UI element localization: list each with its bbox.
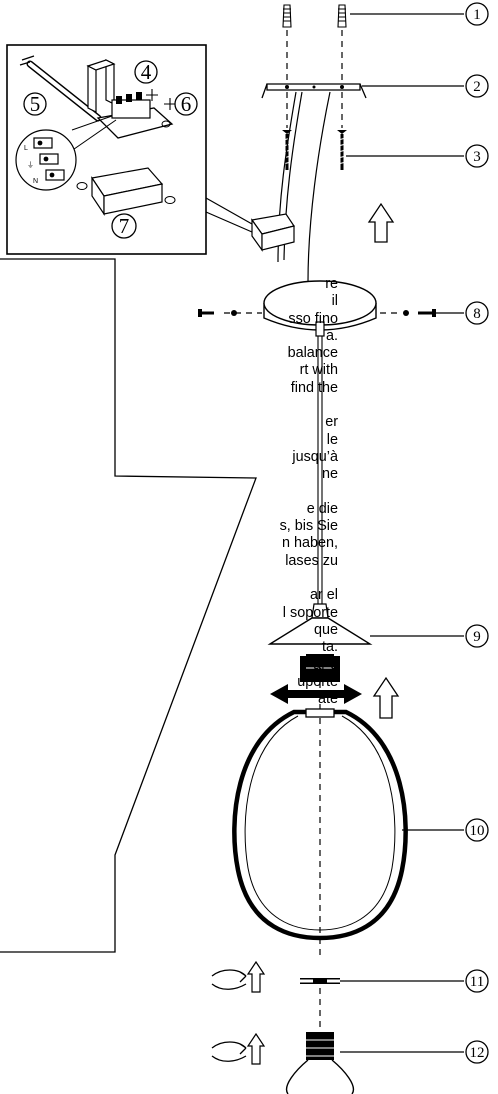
instruction-line: rt with [299, 362, 338, 379]
svg-text:8: 8 [473, 306, 481, 322]
svg-text:10: 10 [470, 823, 485, 839]
instruction-line [98, 484, 338, 501]
twist-arrow-icon-1 [211, 969, 247, 990]
inset-label-7: 7 [111, 213, 137, 239]
mounting-bracket [261, 83, 367, 99]
svg-text:N: N [33, 178, 38, 185]
small-up-arrow-icon-1 [246, 960, 266, 993]
instruction-line: ar o [313, 656, 338, 673]
instruction-line: il [331, 293, 338, 310]
instruction-line: lases zu [285, 552, 338, 569]
instruction-callout-box [0, 258, 257, 953]
up-arrow-icon-2 [372, 676, 400, 719]
svg-text:6: 6 [181, 92, 192, 116]
instruction-line: l soporte [282, 604, 338, 621]
part-label-8: 8 [465, 301, 489, 325]
svg-text:5: 5 [30, 92, 41, 116]
instruction-line: jusqu’à [292, 448, 338, 465]
part-label-9: 9 [465, 624, 489, 648]
twist-arrow-icon-2 [211, 1041, 247, 1062]
svg-text:11: 11 [470, 974, 484, 990]
instruction-text: re il sso fino a. balance rt with find t… [98, 276, 338, 708]
instruction-line: ta. [322, 639, 338, 656]
inset-label-4: 4 [134, 60, 158, 84]
instruction-line: find the [290, 379, 338, 396]
part-label-3: 3 [465, 144, 489, 168]
instruction-line: que [313, 621, 338, 638]
instruction-line: balance [287, 345, 338, 362]
instruction-line: er [325, 414, 338, 431]
instruction-line: ne [321, 466, 338, 483]
terminal-block-inset: L ⏚ N 4 5 6 7 [6, 44, 207, 255]
canopy-side-screws [198, 309, 464, 317]
instruction-line: s, bis Sie [279, 518, 338, 535]
ceiling-wall-plugs [282, 4, 347, 28]
svg-text:9: 9 [473, 629, 481, 645]
inset-label-5: 5 [23, 92, 47, 116]
instruction-line: re [325, 276, 338, 292]
svg-text:⏚: ⏚ [27, 161, 34, 169]
up-arrow-icon [367, 202, 395, 243]
part-label-10: 10 [465, 818, 489, 842]
part-label-12: 12 [465, 1040, 489, 1064]
instruction-line [98, 397, 338, 414]
svg-text:3: 3 [473, 149, 481, 165]
part-number-labels: 1 2 3 8 9 10 11 12 [465, 2, 489, 1064]
svg-text:1: 1 [473, 7, 481, 23]
ceiling-screws [282, 130, 347, 170]
svg-text:4: 4 [141, 60, 152, 84]
instruction-line: até [317, 691, 338, 708]
instruction-line [98, 570, 338, 587]
instruction-line: uporte [297, 673, 338, 690]
double-arrow-icon [270, 684, 362, 704]
instruction-line: le [326, 431, 338, 448]
svg-text:7: 7 [119, 214, 130, 238]
part-label-1: 1 [465, 2, 489, 26]
svg-text:12: 12 [470, 1045, 485, 1061]
instruction-line: a. [325, 327, 338, 344]
inset-label-6: 6 [174, 92, 198, 116]
installed-terminal-block [250, 213, 295, 252]
instruction-line: ar el [310, 587, 338, 604]
instruction-line: n haben, [281, 535, 338, 552]
small-up-arrow-icon-2 [246, 1032, 266, 1065]
svg-text:L: L [24, 145, 28, 152]
suspension-cord [315, 321, 325, 604]
part-label-2: 2 [465, 74, 489, 98]
light-bulb [285, 1032, 355, 1094]
part-label-11: 11 [465, 969, 489, 993]
instruction-line: sso fino [288, 310, 338, 327]
svg-text:2: 2 [473, 79, 481, 95]
instruction-line: e die [306, 500, 338, 517]
lampholder-assembly [267, 603, 373, 682]
